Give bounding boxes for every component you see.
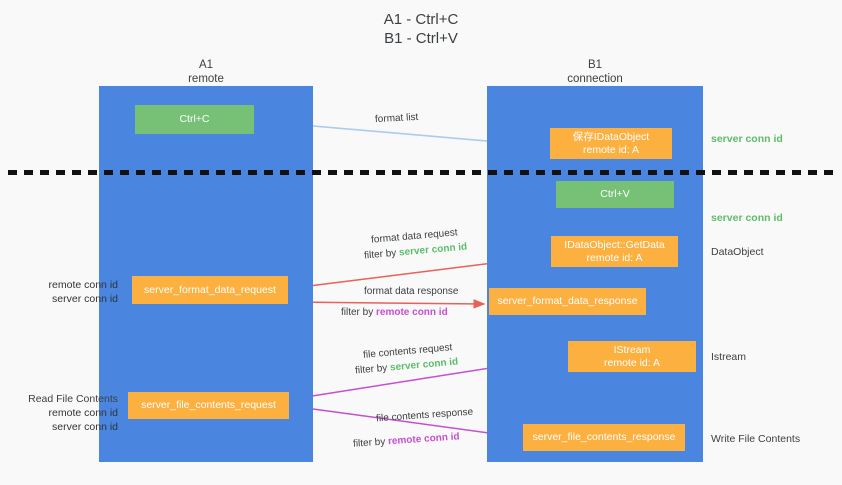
node-server-format-data-request-label: server_format_data_request — [144, 283, 276, 296]
node-save-idataobject-line1: 保存IDataObject — [572, 130, 650, 143]
edge-label-format-list: format list — [374, 111, 419, 126]
annotation-server-conn-id-1: server conn id — [52, 293, 118, 305]
annotation-server-conn-id-2: server conn id — [52, 421, 118, 433]
node-save-idataobject[interactable]: 保存IDataObject remote id: A — [550, 128, 672, 159]
node-istream-line1: IStream — [613, 343, 651, 356]
column-header-b1-name: B1 — [587, 59, 603, 71]
page-title: A1 - Ctrl+C B1 - Ctrl+V — [383, 11, 459, 47]
node-ctrl-c-line1: Ctrl+C — [179, 113, 210, 125]
arrow-format-data-response — [289, 299, 486, 309]
annotation-read-file-contents-group: Read File Contents remote conn id server… — [8, 392, 118, 434]
arrow-file-contents-response — [290, 405, 520, 441]
node-server-file-contents-response[interactable]: server_file_contents_response — [523, 424, 685, 451]
node-server-format-data-response[interactable]: server_format_data_response — [489, 288, 646, 315]
column-header-b1: B1 connection — [487, 58, 703, 86]
annotation-server-conn-id-top: server conn id — [711, 133, 783, 145]
node-save-idataobject-line2: remote id: A — [582, 143, 640, 156]
node-idataobject-getdata-line2: remote id: A — [586, 251, 643, 264]
node-server-file-contents-response-label: server_file_contents_response — [532, 431, 676, 443]
edge-label-filter-prefix-3: filter by — [354, 362, 391, 377]
node-istream-line2: remote id: A — [603, 356, 661, 369]
node-server-file-contents-request[interactable]: server_file_contents_request — [128, 392, 289, 419]
node-idataobject-getdata-line1: IDataObject::GetData — [564, 238, 665, 251]
column-header-a1-name: A1 — [198, 59, 214, 71]
annotation-istream: Istream — [711, 351, 747, 363]
node-idataobject-getdata[interactable]: IDataObject::GetData remote id: A — [551, 236, 678, 267]
column-header-a1: A1 remote — [99, 58, 313, 86]
column-header-a1-role: remote — [188, 73, 224, 85]
node-ctrl-v[interactable]: Ctrl+V — [556, 181, 674, 208]
node-server-file-contents-request-label: server_file_contents_request — [141, 399, 276, 411]
node-istream[interactable]: IStream remote id: A — [568, 341, 696, 372]
annotation-remote-conn-id-2: remote conn id — [48, 407, 118, 419]
edge-label-filter-prefix-1: filter by — [363, 247, 400, 262]
annotation-dataobject: DataObject — [711, 246, 764, 258]
edge-label-filter-prefix-4: filter by — [352, 436, 389, 450]
annotation-write-file-contents: Write File Contents — [711, 433, 801, 445]
annotation-read-file-contents: Read File Contents — [28, 393, 118, 405]
node-server-format-data-request[interactable]: server_format_data_request — [132, 276, 288, 304]
column-header-b1-role: connection — [567, 73, 623, 85]
edge-label-format-data-response: format data response — [364, 286, 459, 297]
dashed-divider-line — [8, 170, 834, 175]
node-ctrl-c[interactable]: Ctrl+C — [135, 105, 254, 134]
annotation-server-conn-id-mid: server conn id — [711, 212, 783, 224]
edge-label-filter-value-2: remote conn id — [376, 307, 448, 318]
edge-label-filter-prefix-2: filter by — [341, 307, 377, 318]
edge-label-format-data-response-filter: filter by remote conn id — [341, 306, 448, 319]
node-server-format-data-response-label: server_format_data_response — [497, 295, 638, 307]
node-ctrl-v-line1: Ctrl+V — [600, 188, 630, 200]
annotation-remote-conn-id-1: remote conn id — [48, 279, 118, 291]
annotation-conn-ids-format: remote conn id server conn id — [8, 278, 118, 306]
